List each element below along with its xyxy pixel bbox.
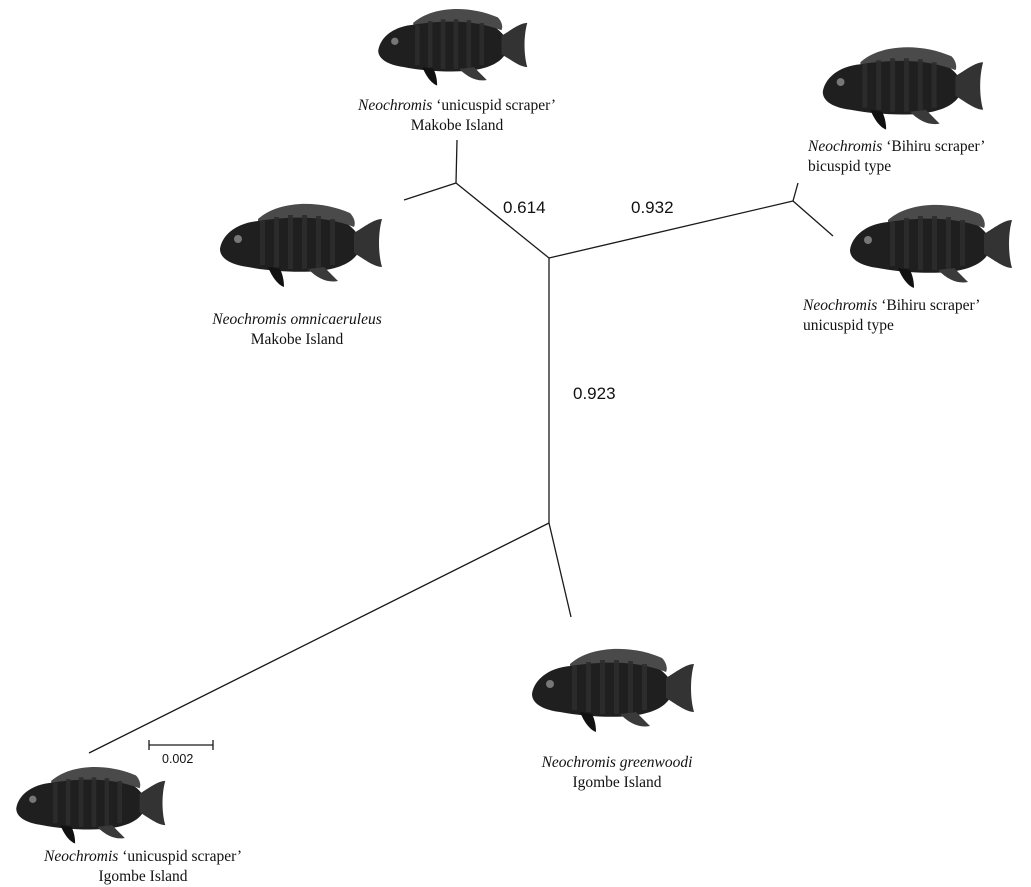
locality: Makobe Island xyxy=(410,117,504,134)
branch-unicuspid-igombe xyxy=(88,522,550,754)
branch-bihiru-unicuspid xyxy=(792,200,834,237)
species-name: ‘Bihiru scraper’ xyxy=(886,138,986,155)
taxon-label-unicuspid-igombe: Neochromis ‘unicuspid scraper’ Igombe Is… xyxy=(26,847,260,887)
scale-bar xyxy=(148,740,214,750)
taxon-label-unicuspid-makobe: Neochromis ‘unicuspid scraper’ Makobe Is… xyxy=(340,96,574,136)
support-value-central-branch: 0.923 xyxy=(573,384,616,403)
branch-greenwoodi xyxy=(548,522,572,618)
fish-image-bihiru-bicuspid xyxy=(822,47,984,130)
species-name: greenwoodi xyxy=(619,754,693,771)
branch-bihiru-clade xyxy=(548,200,794,259)
fish-image-omnicaeruleus xyxy=(220,203,382,287)
taxon-label-omnicaeruleus: Neochromis omnicaeruleus Makobe Island xyxy=(197,310,397,350)
fish-image-greenwoodi xyxy=(532,648,694,732)
support-value-bihiru-clade: 0.932 xyxy=(631,198,674,217)
species-name: ‘Bihiru scraper’ xyxy=(881,297,981,314)
branch-makobe-clade xyxy=(455,182,550,259)
support-value-makobe-clade: 0.614 xyxy=(503,198,546,217)
branch-unicuspid-makobe xyxy=(455,139,458,184)
genus-name: Neochromis xyxy=(357,97,433,114)
genus-name: Neochromis xyxy=(43,848,119,865)
fish-image-unicuspid-makobe xyxy=(378,8,528,86)
locality: Igombe Island xyxy=(572,774,662,791)
genus-name: Neochromis xyxy=(808,138,883,155)
species-name: ‘unicuspid scraper’ xyxy=(122,848,242,865)
species-name: omnicaeruleus xyxy=(290,311,382,328)
genus-name: Neochromis xyxy=(212,311,287,328)
locality: bicuspid type xyxy=(808,158,892,175)
branch-omnicaeruleus xyxy=(403,182,457,201)
taxon-label-greenwoodi: Neochromis greenwoodi Igombe Island xyxy=(518,753,716,793)
taxon-label-bihiru-bicuspid: Neochromis ‘Bihiru scraper’ bicuspid typ… xyxy=(808,137,985,177)
scale-bar-label: 0.002 xyxy=(162,752,194,766)
genus-name: Neochromis xyxy=(541,754,616,771)
locality: Makobe Island xyxy=(250,331,344,348)
locality: Igombe Island xyxy=(98,868,188,885)
fish-image-unicuspid-igombe xyxy=(16,766,166,844)
genus-name: Neochromis xyxy=(803,297,878,314)
fish-image-bihiru-unicuspid xyxy=(850,204,1012,288)
locality: unicuspid type xyxy=(803,317,894,334)
taxon-label-bihiru-unicuspid: Neochromis ‘Bihiru scraper’ unicuspid ty… xyxy=(803,296,980,336)
species-name: ‘unicuspid scraper’ xyxy=(436,97,556,114)
branch-bihiru-bicuspid xyxy=(792,182,799,202)
